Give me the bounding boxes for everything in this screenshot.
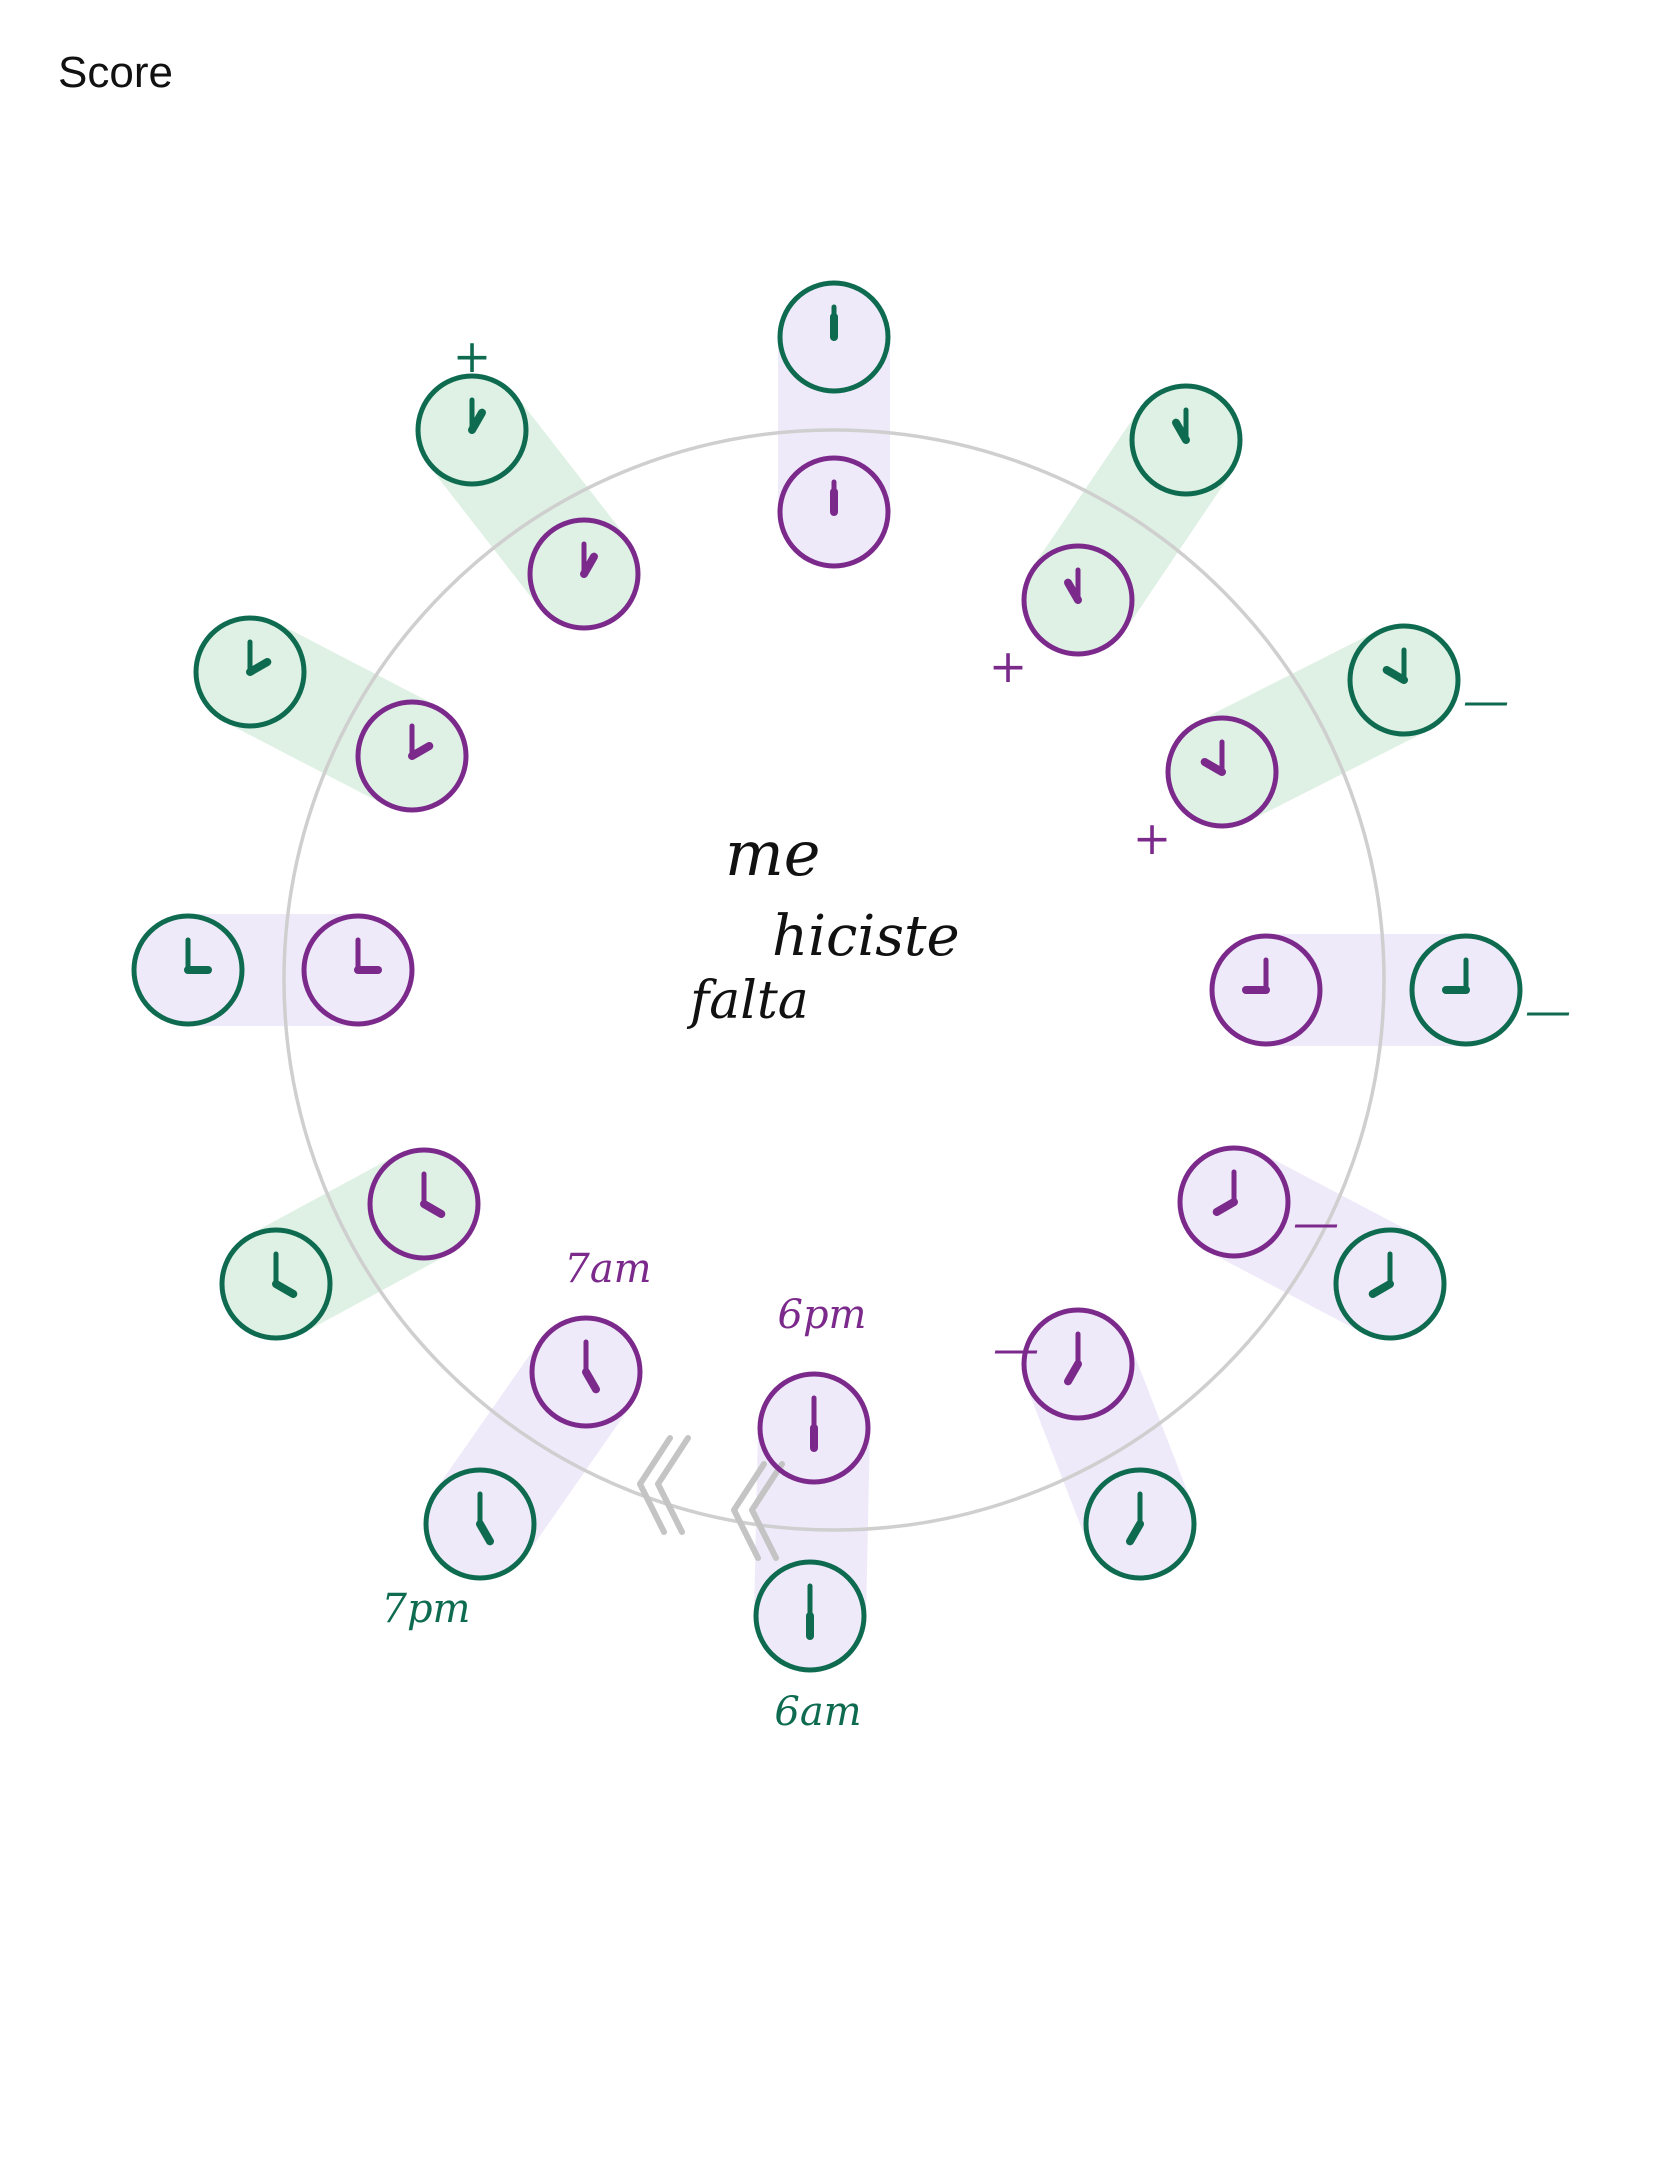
pair-10-green-clock: [131, 913, 245, 1027]
clock-face: [1083, 1467, 1197, 1581]
hour-hand: [1064, 578, 1082, 604]
label-6am: 6am: [774, 1689, 861, 1735]
pair-1-green-clock: [777, 280, 891, 394]
label-6pm: 6pm: [778, 1292, 867, 1338]
direction-chevron-icon: [655, 1435, 691, 1535]
clock-face: [193, 615, 307, 729]
pair-3-purple-clock: [1165, 715, 1279, 829]
pair-2-purple-plus-mark: +: [989, 639, 1028, 693]
pair-6-purple-minus-mark: —: [993, 1321, 1039, 1375]
hour-hand: [580, 552, 598, 578]
pair-7-purple-clock: [757, 1371, 871, 1485]
pair-11-purple-clock: [355, 699, 469, 813]
pair-6-green-clock: [1083, 1467, 1197, 1581]
hour-hand: [1368, 1280, 1394, 1298]
hour-hand: [420, 1200, 446, 1218]
pair-8-purple-clock: [529, 1315, 643, 1429]
clock-face: [1129, 383, 1243, 497]
hour-hand: [582, 1368, 600, 1394]
hour-hand: [476, 1520, 494, 1546]
clock-face: [529, 1315, 643, 1429]
pair-3-purple-plus-mark: +: [1133, 811, 1172, 865]
pair-3-green-minus-mark: —: [1463, 673, 1509, 727]
pair-12-green-plus-mark: +: [453, 329, 492, 383]
pair-3-band: [1166, 624, 1460, 828]
clock-face: [1333, 1227, 1447, 1341]
direction-chevron-icon: [749, 1461, 785, 1561]
direction-arrows: [637, 1435, 785, 1561]
pair-5-green-clock: [1333, 1227, 1447, 1341]
labels-layer: + — + — — — +6am 6pm 7pm 7am: [382, 329, 1571, 1735]
clock-face: [1021, 1307, 1135, 1421]
center-text-falta: falta: [686, 971, 809, 1031]
hour-hand: [246, 658, 272, 676]
clock-face: [527, 517, 641, 631]
pair-4-green-minus-mark: —: [1525, 983, 1571, 1037]
pair-2-band: [1022, 384, 1242, 656]
pair-4-purple-clock: [1209, 933, 1323, 1047]
pair-5-purple-clock: [1177, 1145, 1291, 1259]
pair-2-purple-clock: [1021, 543, 1135, 657]
hour-hand: [1212, 1198, 1238, 1216]
bands-layer: [132, 281, 1522, 1672]
direction-chevron-icon: [637, 1435, 673, 1535]
pair-6-purple-clock: [1021, 1307, 1135, 1421]
pair-12-band: [416, 374, 640, 630]
hour-hand: [1200, 758, 1226, 776]
label-7pm: 7pm: [382, 1586, 471, 1632]
clock-face: [301, 913, 415, 1027]
clock-face: [777, 455, 891, 569]
hour-hand: [272, 1280, 298, 1298]
pair-11-green-clock: [193, 615, 307, 729]
clock-face: [757, 1371, 871, 1485]
clock-face: [753, 1559, 867, 1673]
label-7am: 7am: [564, 1246, 651, 1292]
clock-face: [1409, 933, 1523, 1047]
pair-12-purple-clock: [527, 517, 641, 631]
clock-face: [219, 1227, 333, 1341]
clock-face: [415, 373, 529, 487]
clock-face: [355, 699, 469, 813]
clock-face: [1209, 933, 1323, 1047]
clock-face: [423, 1467, 537, 1581]
clock-face: [131, 913, 245, 1027]
pair-4-green-clock: [1409, 933, 1523, 1047]
center-text-me: me: [725, 817, 820, 890]
hour-hand: [408, 742, 434, 760]
hour-hand: [1172, 418, 1190, 444]
clock-face: [1347, 623, 1461, 737]
pair-9-purple-clock: [367, 1147, 481, 1261]
pair-8-band: [424, 1316, 642, 1580]
hour-hand: [1064, 1360, 1082, 1386]
pair-9-green-clock: [219, 1227, 333, 1341]
pair-11-band: [194, 616, 468, 812]
clock-face: [367, 1147, 481, 1261]
direction-chevron-icon: [731, 1461, 767, 1561]
clocks-layer: [131, 280, 1523, 1673]
hour-hand: [1382, 666, 1408, 684]
cycle-ring: [282, 428, 1386, 1532]
pair-1-purple-clock: [777, 455, 891, 569]
pair-12-green-clock: [415, 373, 529, 487]
pair-5-band: [1178, 1146, 1446, 1340]
pair-5-purple-minus-mark: —: [1293, 1195, 1339, 1249]
center-text-hiciste: hiciste: [772, 904, 960, 969]
hour-hand: [468, 408, 486, 434]
clock-face: [1165, 715, 1279, 829]
clock-face: [777, 280, 891, 394]
pair-6-band: [1022, 1308, 1196, 1580]
hour-hand: [1126, 1520, 1144, 1546]
pair-10-purple-clock: [301, 913, 415, 1027]
pair-3-green-clock: [1347, 623, 1461, 737]
pair-7-green-clock: [753, 1559, 867, 1673]
clock-face: [1177, 1145, 1291, 1259]
page-title: Score: [58, 48, 173, 97]
pair-2-green-clock: [1129, 383, 1243, 497]
clock-face: [1021, 543, 1135, 657]
pair-8-green-clock: [423, 1467, 537, 1581]
